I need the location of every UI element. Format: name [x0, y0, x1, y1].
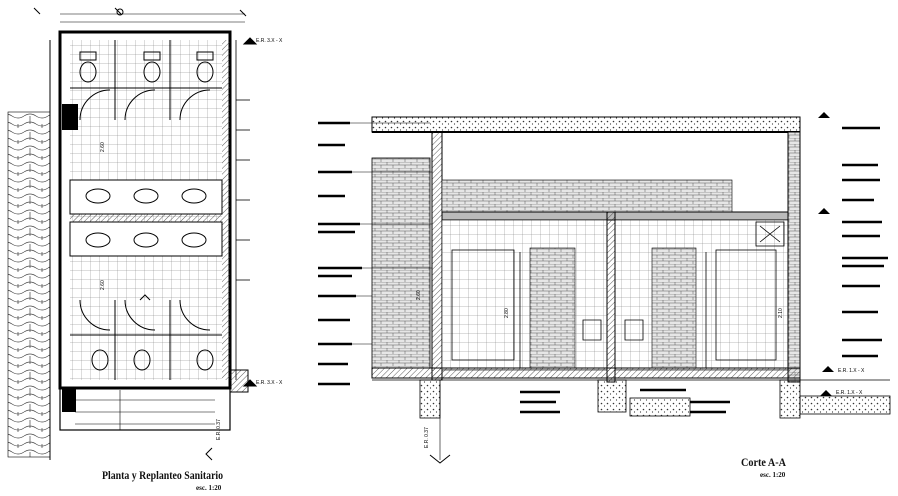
section-level-bottom: E.R. 1.X - X	[836, 390, 863, 396]
section-scale: esc. 1:20	[760, 471, 786, 479]
section-dim-vertical: E.R. 0.37	[424, 427, 430, 448]
plan-dim-2: 2.60	[100, 280, 106, 290]
plan-scale: esc. 1:20	[196, 484, 222, 492]
section-drawing	[318, 112, 891, 464]
section-title: Corte A-A	[741, 455, 787, 469]
plan-dim-vertical: E.R. 0.37	[216, 419, 222, 440]
plan-title: Planta y Replanteo Sanitario	[102, 468, 224, 482]
plan-dim-1: 2.60	[100, 142, 106, 152]
plan-level-top: E.R. 3.X - X	[256, 38, 283, 44]
plan-drawing	[7, 7, 258, 461]
section-dim-mid: 2.80	[504, 308, 510, 318]
section-dim-left: 2.60	[416, 290, 422, 300]
plan-level-bottom: E.R. 3.X - X	[256, 380, 283, 386]
section-dim-right: 2.10	[778, 308, 784, 318]
section-level-right: E.R. 1.X - X	[838, 368, 865, 374]
